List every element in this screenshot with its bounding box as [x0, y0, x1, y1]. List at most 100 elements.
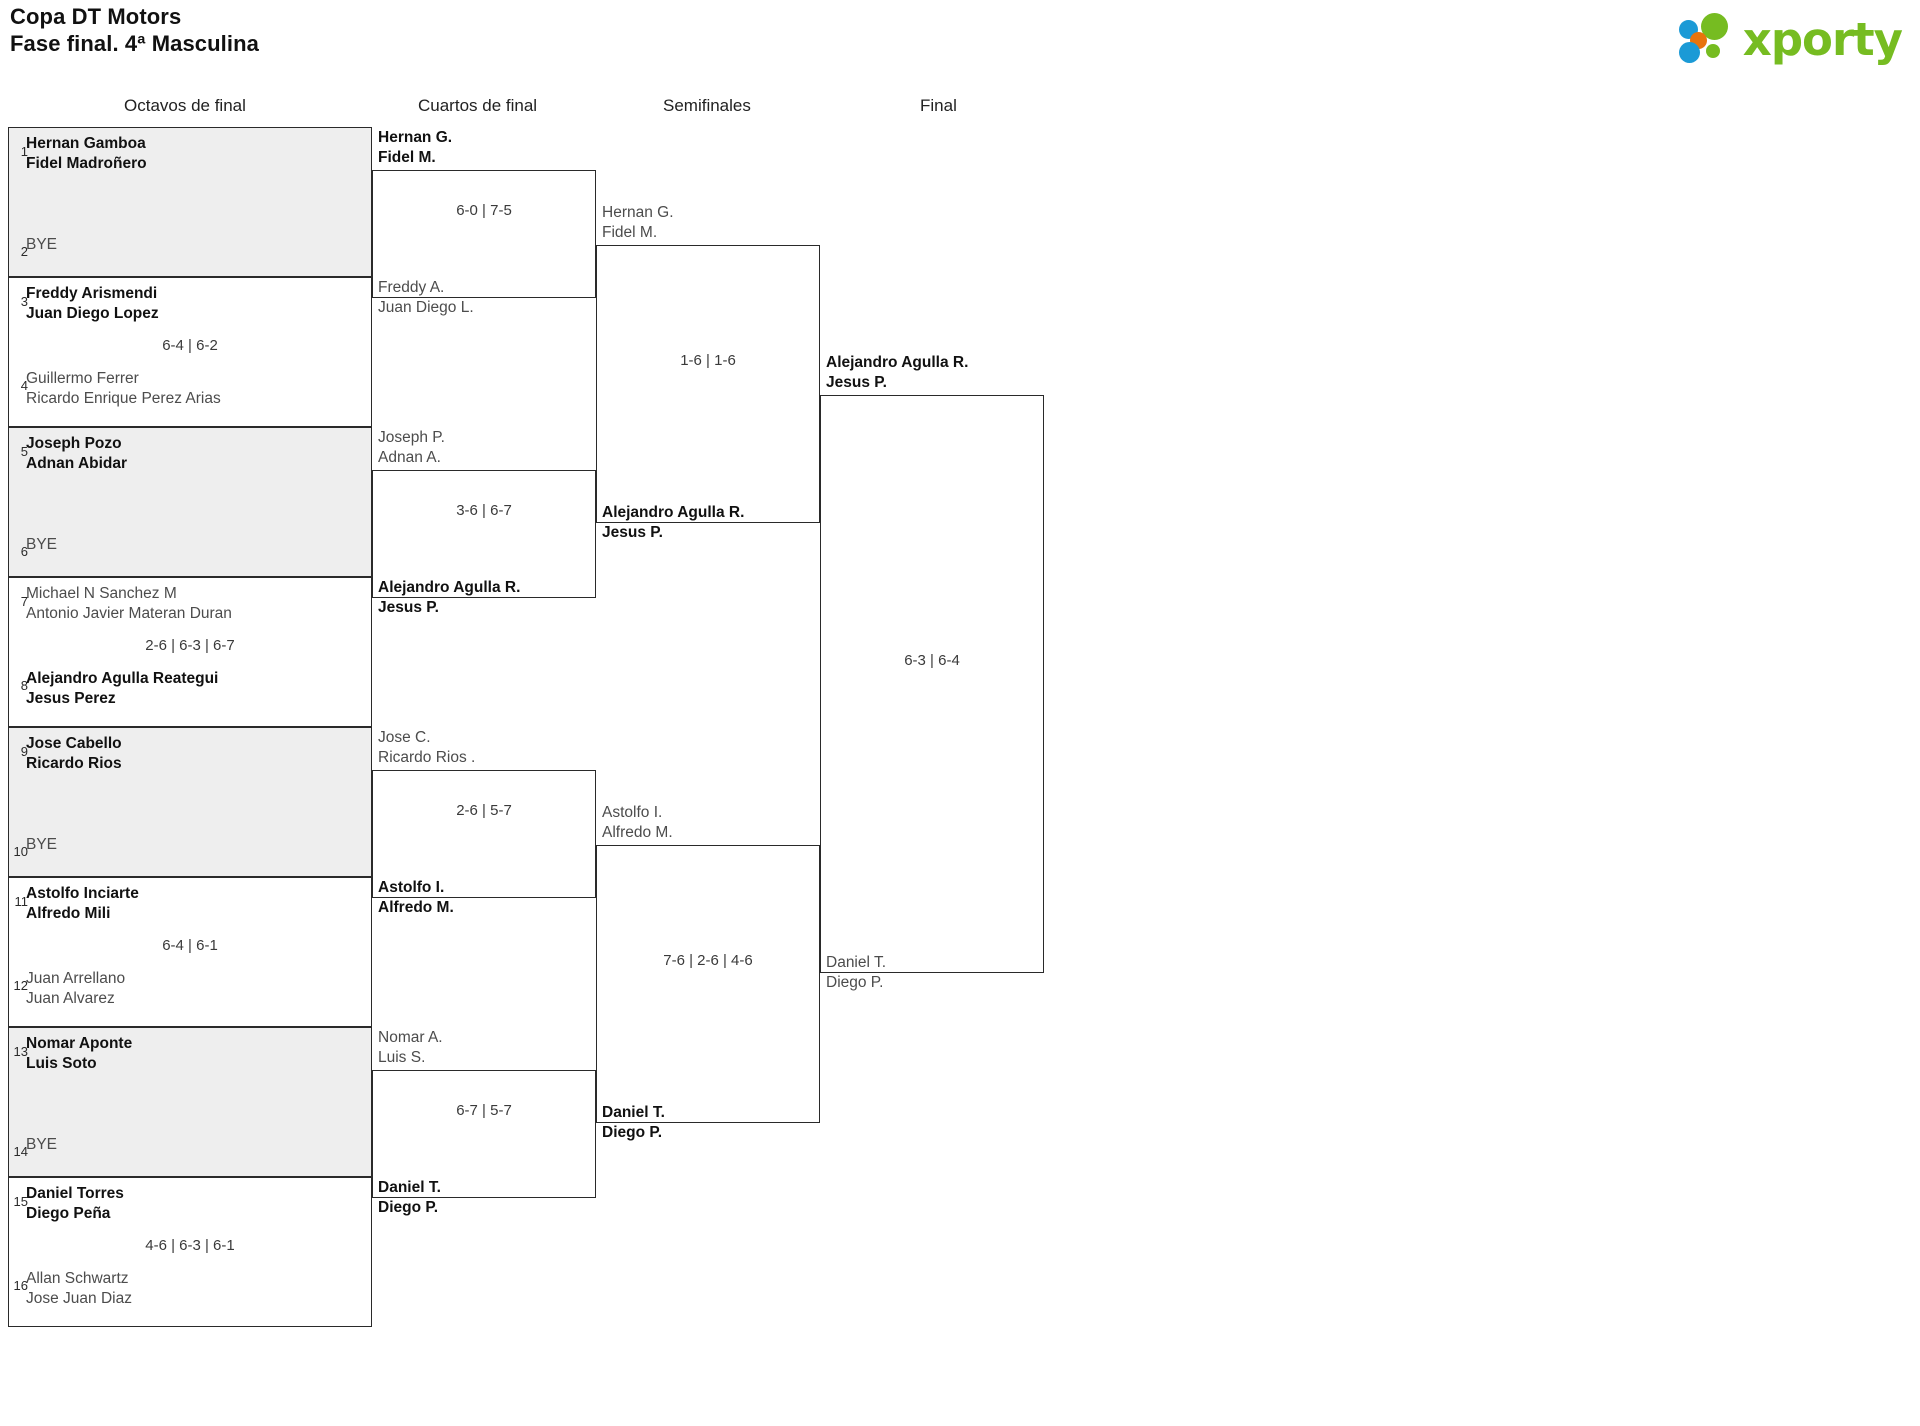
r2-team-5-line1: Jose C. — [378, 729, 431, 746]
r1-seed-13: 13 — [13, 1044, 28, 1059]
r2-team-1-line2: Fidel M. — [378, 148, 436, 166]
r2-connector-4 — [372, 1070, 596, 1198]
r2-score-1: 6-0 | 7-5 — [456, 202, 512, 219]
r1-seed-5: 5 — [20, 444, 28, 459]
r1-team-16-line2: Jose Juan Diaz — [26, 1289, 132, 1307]
round-header-octavos: Octavos de final — [124, 96, 246, 115]
r1-team-14[interactable]: BYE — [26, 1135, 364, 1155]
r1-team-12-line1: Juan Arrellano — [26, 970, 126, 987]
r2-team-8-line2: Diego P. — [378, 1198, 439, 1216]
r1-seed-3: 3 — [20, 294, 28, 309]
r3-score-2: 7-6 | 2-6 | 4-6 — [663, 952, 753, 969]
r1-seed-8: 8 — [20, 678, 28, 693]
r2-team-1-line1: Hernan G. — [378, 129, 453, 146]
r2-team-1[interactable]: Hernan G. Fidel M. — [378, 128, 590, 167]
r3-team-3[interactable]: Astolfo I. Alfredo M. — [602, 803, 814, 842]
r1-seed-4: 4 — [20, 378, 28, 393]
r1-team-9-line1: Jose Cabello — [26, 735, 122, 752]
r2-score-3: 2-6 | 5-7 — [456, 802, 512, 819]
r1-match-6[interactable] — [8, 877, 372, 1027]
r3-team-1[interactable]: Hernan G.Fidel M. — [602, 203, 814, 242]
r2-team-3-line1: Joseph P. — [378, 429, 445, 446]
r2-team-3[interactable]: Joseph P.Adnan A. — [378, 428, 590, 467]
r2-team-7-line2: Luis S. — [378, 1048, 426, 1066]
r3-team-1-line2: Fidel M. — [602, 223, 658, 241]
r4-team-2-line2: Diego P. — [826, 973, 884, 991]
r2-team-4-line1: Alejandro Agulla R. — [378, 579, 521, 596]
r1-team-6-line1: BYE — [26, 536, 58, 553]
r2-team-2[interactable]: Freddy A. Juan Diego L. — [378, 278, 590, 317]
r4-team-1-line2: Jesus P. — [826, 373, 887, 391]
r2-team-8-line1: Daniel T. — [378, 1179, 441, 1196]
r1-match-1[interactable] — [8, 127, 372, 277]
r2-team-5[interactable]: Jose C. Ricardo Rios . — [378, 728, 590, 767]
r1-match-4[interactable] — [8, 577, 372, 727]
r1-team-5-line1: Joseph Pozo — [26, 435, 122, 452]
page-title: Copa DT Motors Fase final. 4ª Masculina — [10, 4, 259, 58]
r2-team-6-line1: Astolfo I. — [378, 879, 445, 896]
r3-team-4[interactable]: Daniel T.Diego P. — [602, 1103, 814, 1142]
r1-seed-11: 11 — [14, 894, 29, 909]
r1-team-6[interactable]: BYE — [26, 535, 364, 555]
r1-team-1-line2: Fidel Madroñero — [26, 154, 147, 172]
r1-team-15-line1: Daniel Torres — [26, 1185, 124, 1202]
r1-match-7[interactable] — [8, 1027, 372, 1177]
r1-team-3-line1: Freddy Arismendi — [26, 285, 158, 302]
r1-team-2-line1: BYE — [26, 236, 58, 253]
r2-team-8[interactable]: Daniel T. Diego P. — [378, 1178, 590, 1217]
r4-team-2[interactable]: Daniel T.Diego P. — [826, 953, 1038, 992]
r1-match-3[interactable] — [8, 427, 372, 577]
r1-team-8-line2: Jesus Perez — [26, 689, 116, 707]
r3-team-2[interactable]: Alejandro Agulla R.Jesus P. — [602, 503, 814, 542]
xporty-dots-icon — [1678, 11, 1737, 63]
r1-team-4-line2: Ricardo Enrique Perez Arias — [26, 389, 221, 407]
r1-team-8-line1: Alejandro Agulla Reategui — [26, 670, 219, 687]
r1-seed-15: 15 — [13, 1194, 28, 1209]
r1-match-8[interactable] — [8, 1177, 372, 1327]
r1-seed-9: 9 — [20, 744, 28, 759]
r1-match-5[interactable] — [8, 727, 372, 877]
r1-score-8: 4-6 | 6-3 | 6-1 — [145, 1237, 235, 1254]
r3-team-3-line2: Alfredo M. — [602, 823, 673, 841]
r2-team-6-line2: Alfredo M. — [378, 898, 454, 916]
r3-team-3-line1: Astolfo I. — [602, 804, 663, 821]
r4-team-1[interactable]: Alejandro Agulla R.Jesus P. — [826, 353, 1038, 392]
r1-team-11-line2: Alfredo Mili — [26, 904, 111, 922]
tournament-phase: Fase final. 4ª Masculina — [10, 30, 259, 56]
r2-team-2-line1: Freddy A. — [378, 279, 445, 296]
r1-team-14-line1: BYE — [26, 1136, 58, 1153]
r1-team-5-line2: Adnan Abidar — [26, 454, 128, 472]
r1-team-7-line2: Antonio Javier Materan Duran — [26, 604, 232, 622]
r1-seed-12: 12 — [13, 978, 28, 993]
r1-match-2[interactable] — [8, 277, 372, 427]
r2-team-4[interactable]: Alejandro Agulla R.Jesus P. — [378, 578, 590, 617]
r3-team-2-line2: Jesus P. — [602, 523, 663, 541]
r1-team-10[interactable]: BYE — [26, 835, 364, 855]
r2-score-4: 6-7 | 5-7 — [456, 1102, 512, 1119]
r2-team-2-line2: Juan Diego L. — [378, 298, 474, 316]
r2-team-5-line2: Ricardo Rios . — [378, 748, 476, 766]
r2-team-6[interactable]: Astolfo I. Alfredo M. — [378, 878, 590, 917]
r1-team-1-line1: Hernan Gamboa — [26, 135, 146, 152]
r1-score-4: 2-6 | 6-3 | 6-7 — [145, 637, 235, 654]
r1-team-13-line1: Nomar Aponte — [26, 1035, 133, 1052]
r1-seed-1: 1 — [20, 144, 28, 159]
r2-score-2: 3-6 | 6-7 — [456, 502, 512, 519]
r1-team-11-line1: Astolfo Inciarte — [26, 885, 139, 902]
r2-team-7[interactable]: Nomar A.Luis S. — [378, 1028, 590, 1067]
r1-score-6: 6-4 | 6-1 — [162, 937, 218, 954]
r1-team-10-line1: BYE — [26, 836, 58, 853]
r1-team-2[interactable]: BYE — [26, 235, 364, 255]
